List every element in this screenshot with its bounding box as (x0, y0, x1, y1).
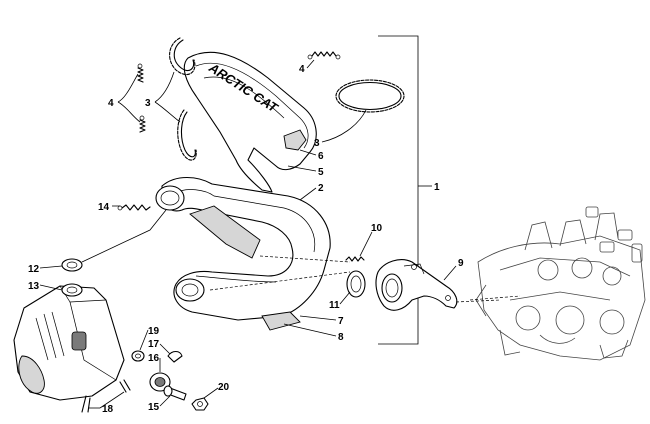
spring-left-lower (139, 115, 146, 133)
callout-18: 18 (102, 404, 114, 415)
leader-lines (39, 59, 457, 409)
callout-9: 9 (458, 258, 464, 269)
callout-19: 19 (148, 326, 160, 337)
exhaust-manifold (375, 259, 501, 311)
studs (81, 379, 131, 413)
assembly-bracket (378, 35, 432, 345)
nut (191, 397, 209, 411)
expansion-chamber (155, 176, 351, 331)
strap-clamp-top (169, 37, 196, 75)
callout-7: 7 (338, 316, 344, 327)
callout-8: 8 (338, 332, 344, 343)
bushing (149, 372, 171, 392)
engine-block (469, 206, 646, 361)
seal-ring (346, 270, 366, 298)
callout-14: 14 (98, 202, 110, 213)
spring-top (307, 51, 341, 60)
callout-11: 11 (329, 300, 340, 311)
spring-14 (117, 204, 151, 211)
bolt (163, 385, 187, 401)
callout-16: 16 (148, 353, 160, 364)
pipe-shield: ARCTIC CAT (183, 51, 317, 193)
callout-2: 2 (318, 183, 324, 194)
callout-5: 5 (318, 167, 324, 178)
callout-4-top: 4 (299, 64, 305, 75)
callout-3-right: 3 (314, 138, 320, 149)
callout-6: 6 (318, 151, 324, 162)
callout-17: 17 (148, 339, 160, 350)
spring-left-upper (137, 63, 144, 83)
grommet (61, 258, 83, 272)
washer (131, 350, 145, 362)
callout-3-left: 3 (145, 98, 151, 109)
callout-4-left: 4 (108, 98, 114, 109)
strap-ring-right (335, 79, 405, 113)
callout-12: 12 (28, 264, 40, 275)
cotter-pin (167, 350, 183, 363)
callout-1: 1 (434, 182, 440, 193)
callout-20: 20 (218, 382, 230, 393)
callout-labels: 1 2 3 3 4 4 5 6 7 8 9 10 11 12 13 14 15 … (28, 64, 464, 415)
callout-15: 15 (148, 402, 160, 413)
strap-clamp-lower-left (177, 109, 197, 161)
callout-13: 13 (28, 281, 40, 292)
callout-10: 10 (371, 223, 383, 234)
silencer (13, 283, 125, 401)
spring-10 (345, 256, 365, 262)
